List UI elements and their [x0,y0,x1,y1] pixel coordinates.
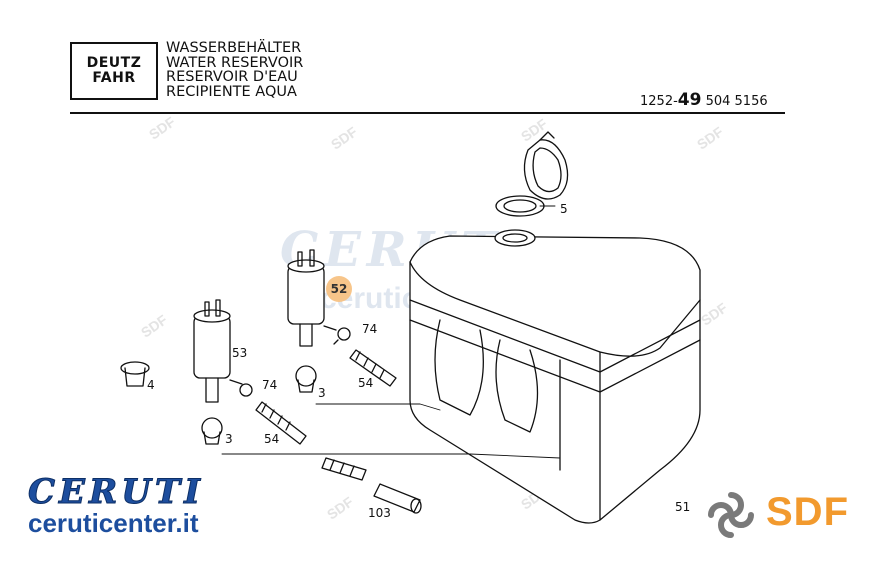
pump-53 [193,299,243,445]
sdf-logo-icon [708,492,754,538]
callout-103: 103 [368,506,391,520]
hose-assembly-lower [239,383,307,445]
hose-connector [321,457,422,514]
title-english: WATER RESERVOIR [166,54,304,71]
water-tank [409,229,701,524]
callout-3-upper: 3 [318,386,326,400]
callout-74-upper: 74 [362,322,378,336]
part-number-bold: 49 [677,90,702,110]
callout-4: 4 [147,378,155,392]
callout-54-upper: 54 [358,376,374,390]
title-german: WASSERBEHÄLTER [166,40,302,56]
ceruti-url: ceruticenter.it [28,508,199,538]
callout-54-lower: 54 [264,432,280,446]
sdf-logo-text: SDF [766,490,849,534]
callout-3-lower: 3 [225,432,233,446]
callout-52-badge: 52 [326,276,352,302]
title-french: RESERVOIR D'EAU [166,69,298,86]
title-spanish: RECIPIENTE AQUA [166,84,297,101]
callout-5: 5 [560,202,568,216]
pump-52 [287,249,337,393]
hose-assembly-upper [333,327,397,387]
part-number-prefix: 1252- [640,94,678,109]
deutz-fahr-logo: DEUTZ FAHR [70,42,158,100]
part-number: 1252-49 504 5156 [640,90,768,110]
callout-51: 51 [675,500,691,514]
ceruti-logo: CERUTI [27,472,205,513]
logo-line-2: FAHR [92,70,136,86]
part-number-suffix: 504 5156 [705,94,768,109]
logo-line-1: DEUTZ [86,55,142,71]
plug-4 [120,361,150,387]
callout-74-lower: 74 [262,378,278,392]
title-block: WASSERBEHÄLTER WATER RESERVOIR RESERVOIR… [166,41,303,100]
leader-lines [221,205,561,459]
filler-cap [495,131,569,217]
header-rule [70,112,785,114]
callout-53: 53 [232,346,248,360]
